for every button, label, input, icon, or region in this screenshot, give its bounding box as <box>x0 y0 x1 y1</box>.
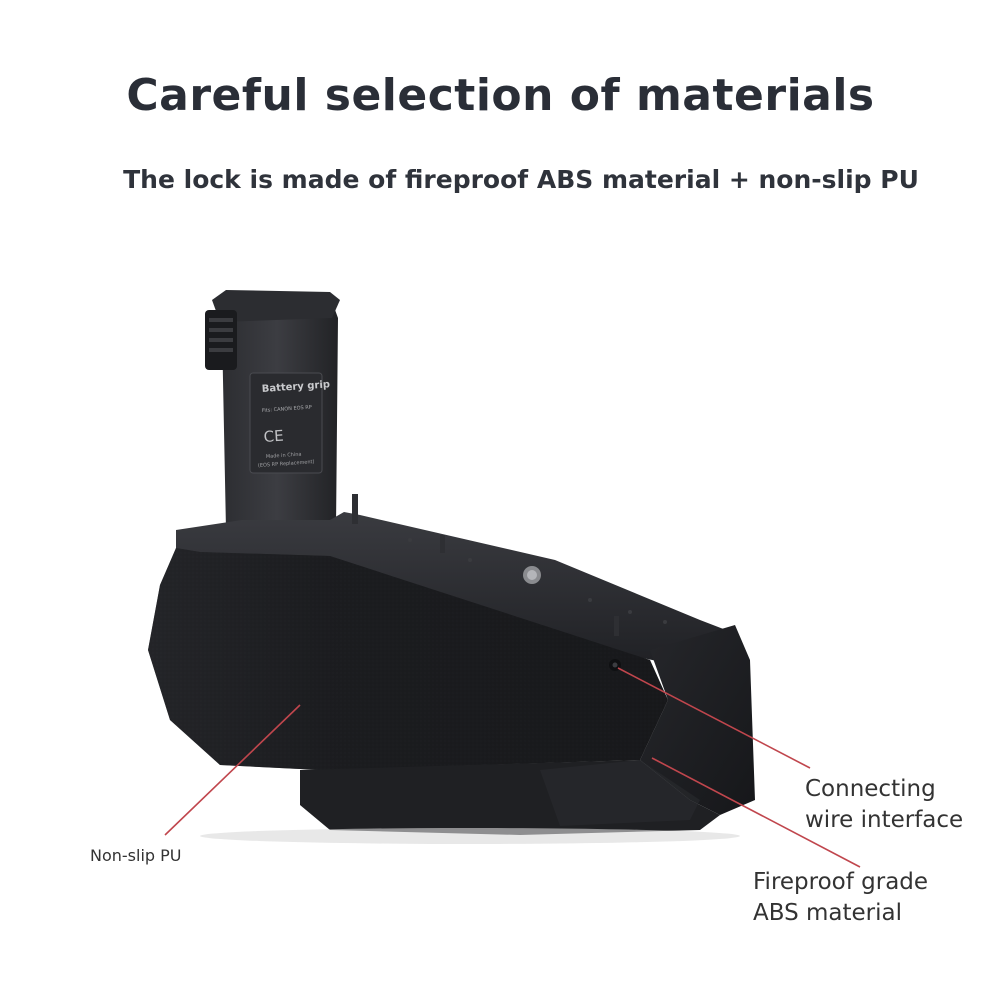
grip-body <box>148 494 755 844</box>
callout-port-line1: Connecting <box>805 776 936 802</box>
callout-abs-material: Fireproof grade ABS material <box>753 867 928 929</box>
headline: Careful selection of materials <box>126 70 875 121</box>
callout-connecting-wire: Connecting wire interface <box>805 774 963 836</box>
callout-body-line2: ABS material <box>753 900 903 927</box>
battery-label: Battery grip Fits: CANON EOS RP CE Made … <box>258 379 331 469</box>
subheadline: The lock is made of fireproof ABS materi… <box>123 165 919 194</box>
leader-line-grip <box>164 704 301 836</box>
leader-lines <box>164 667 861 868</box>
label-origin: Made in China <box>266 452 302 460</box>
battery-post <box>205 290 340 552</box>
callout-port-line2: wire interface <box>805 807 964 834</box>
leader-line-body <box>651 757 861 868</box>
label-model: (EOS RP Replacement) <box>258 459 315 469</box>
label-title: Battery grip <box>261 379 330 395</box>
label-fits: Fits: CANON EOS RP <box>262 405 312 414</box>
label-marks: CE <box>263 427 284 446</box>
callout-non-slip-pu: Non-slip PU <box>90 845 182 867</box>
leader-line-port <box>617 667 811 769</box>
callout-body-line1: Fireproof grade <box>753 869 929 895</box>
callout-grip-text: Non-slip PU <box>90 846 182 865</box>
